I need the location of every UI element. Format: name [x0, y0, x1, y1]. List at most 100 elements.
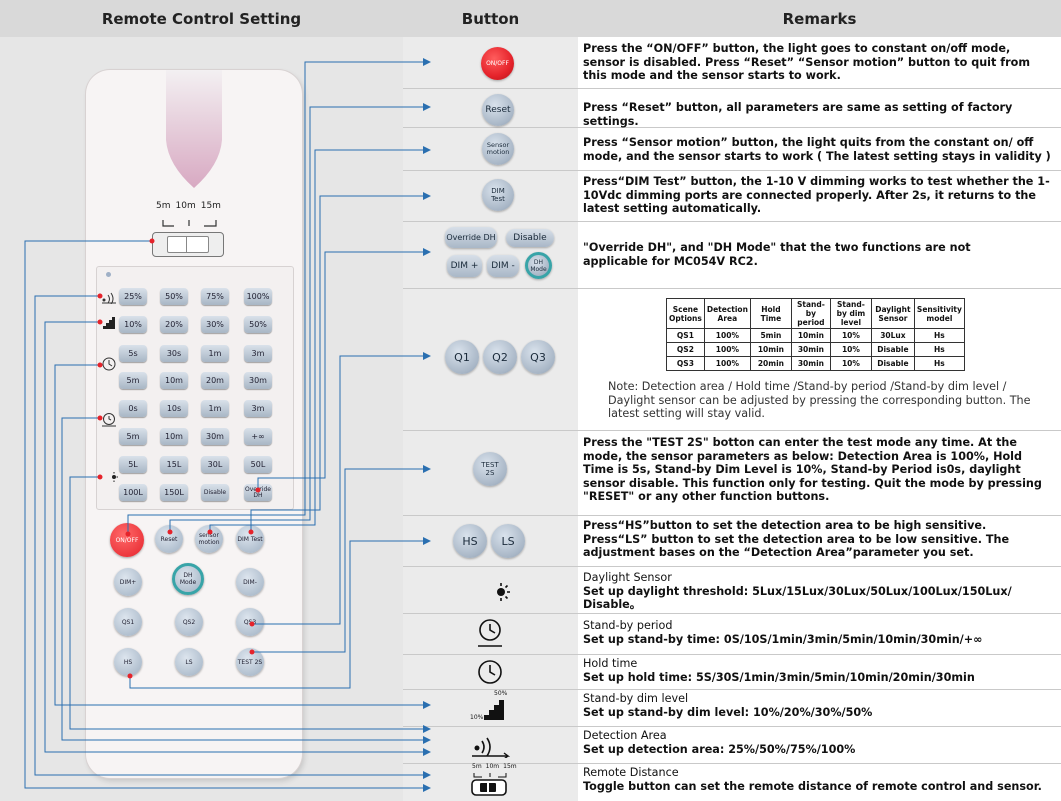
remote-round-key[interactable]: QS2 [175, 608, 203, 636]
override-dh-button[interactable]: Override DH [445, 227, 497, 248]
remote-key[interactable]: 5s [119, 345, 147, 362]
remote-key[interactable]: 50% [244, 316, 272, 333]
ls-button[interactable]: LS [491, 524, 525, 558]
distance-icon-label: 5m [472, 763, 482, 770]
remark-hold-body: Set up hold time: 5S/30S/1min/3min/5min/… [583, 670, 975, 684]
remark-reset: Press “Reset” button, all parameters are… [583, 101, 1013, 128]
hold-time-icon [475, 657, 505, 687]
row-divider [403, 726, 1061, 727]
distance-icon-label: 15m [503, 763, 517, 770]
remote-key[interactable]: Disable [201, 484, 229, 501]
q3-button[interactable]: Q3 [521, 340, 555, 374]
remark-detection-title: Detection Area [583, 729, 667, 742]
remark-dim-test: Press“DIM Test” button, the 1-10 V dimmi… [583, 175, 1050, 216]
distance-label: 10m [175, 201, 196, 211]
remote-round-key[interactable]: DIM- [236, 568, 264, 596]
hs-button[interactable]: HS [453, 524, 487, 558]
table-cell: Disable [870, 356, 915, 371]
remote-key[interactable]: 20m [201, 372, 229, 389]
row-divider [403, 763, 1061, 764]
remote-key[interactable]: 30L [201, 456, 229, 473]
remote-key[interactable]: 25% [119, 288, 147, 305]
onoff-button[interactable]: ON/OFF [481, 47, 514, 80]
table-cell: Hs [913, 356, 965, 371]
remote-key[interactable]: 5m [119, 372, 147, 389]
remote-key[interactable]: 1m [201, 400, 229, 417]
remote-key[interactable]: 30s [160, 345, 188, 362]
remark-hold: Hold time Set up hold time: 5S/30S/1min/… [583, 657, 1053, 684]
remote-key[interactable]: 10m [160, 372, 188, 389]
disable-button[interactable]: Disable [506, 229, 554, 247]
remote-key[interactable]: 150L [160, 484, 188, 501]
remote-round-key[interactable]: QS3 [236, 608, 264, 636]
remark-dimlevel: Stand-by dim level Set up stand-by dim l… [583, 692, 1053, 719]
scene-options-table: Scene Options Detection Area Hold Time S… [666, 298, 965, 371]
daylight-sensor-icon [101, 469, 119, 485]
remark-detection-body: Set up detection area: 25%/50%/75%/100% [583, 742, 856, 756]
remark-distance-body: Toggle button can set the remote distanc… [583, 779, 1042, 793]
remote-key[interactable]: 30m [244, 372, 272, 389]
ir-emitter [158, 70, 230, 190]
remote-round-key[interactable]: ON/OFF [110, 523, 144, 557]
remote-key[interactable]: 5m [119, 428, 147, 445]
dh-mode-button[interactable]: DH Mode [525, 252, 552, 279]
remote-key[interactable]: 75% [201, 288, 229, 305]
remote-key[interactable]: 20% [160, 316, 188, 333]
remark-test: Press the "TEST 2S" botton can enter the… [583, 436, 1042, 504]
distance-toggle-switch[interactable] [152, 232, 224, 257]
remote-key[interactable]: 10m [160, 428, 188, 445]
remote-round-key[interactable]: HS [114, 648, 142, 676]
remote-key[interactable]: 100% [244, 288, 272, 305]
remote-key[interactable]: 10% [119, 316, 147, 333]
remark-standby-body: Set up stand-by time: 0S/10S/1min/3min/5… [583, 632, 983, 646]
remote-round-key[interactable]: Reset [155, 525, 183, 553]
remote-distance-icon: 5m 10m 15m [468, 763, 517, 799]
remote-round-key[interactable]: DH Mode [172, 563, 204, 595]
table-header: Scene Options [666, 298, 705, 329]
remote-key[interactable]: 30% [201, 316, 229, 333]
remote-round-key[interactable]: QS1 [114, 608, 142, 636]
remote-round-key[interactable]: DIM+ [114, 568, 142, 596]
remark-override: "Override DH", and "DH Mode" that the tw… [583, 241, 971, 268]
row-divider [403, 221, 1061, 222]
remote-key[interactable]: 5L [119, 456, 147, 473]
remote-key[interactable]: 10s [160, 400, 188, 417]
remote-key[interactable]: 3m [244, 345, 272, 362]
remote-key[interactable]: 1m [201, 345, 229, 362]
row-divider [403, 88, 1061, 89]
led-indicator [106, 272, 111, 277]
remark-hold-title: Hold time [583, 657, 638, 670]
test-2s-button[interactable]: TEST 2S [473, 452, 507, 486]
remote-key[interactable]: 0s [119, 400, 147, 417]
daylight-sensor-icon [474, 577, 516, 607]
table-cell: 10% [829, 356, 872, 371]
remote-key[interactable]: +∞ [244, 428, 272, 445]
q1-button[interactable]: Q1 [445, 340, 479, 374]
distance-labels: 5m 10m 15m [156, 201, 246, 211]
remote-key[interactable]: 15L [160, 456, 188, 473]
row-divider [403, 654, 1061, 655]
remote-key[interactable]: 3m [244, 400, 272, 417]
q2-button[interactable]: Q2 [483, 340, 517, 374]
dim-minus-button[interactable]: DIM - [487, 255, 519, 277]
reset-button[interactable]: Reset [482, 94, 514, 126]
remark-daylight-title: Daylight Sensor [583, 571, 672, 584]
dim-plus-button[interactable]: DIM + [447, 255, 482, 277]
remote-round-key[interactable]: sensor motion [195, 525, 223, 553]
remote-key[interactable]: 50% [160, 288, 188, 305]
standby-period-icon [101, 412, 117, 428]
remote-key[interactable]: 30m [201, 428, 229, 445]
detection-area-icon [470, 734, 512, 760]
sensor-motion-button[interactable]: Sensor motion [482, 133, 514, 165]
remote-round-key[interactable]: LS [175, 648, 203, 676]
dim-test-button[interactable]: DIM Test [482, 179, 514, 211]
table-header: Hold Time [749, 298, 792, 329]
remote-round-key[interactable]: DIM Test [236, 525, 264, 553]
remote-key[interactable]: 100L [119, 484, 147, 501]
remark-standby: Stand-by period Set up stand-by time: 0S… [583, 619, 1053, 646]
remark-hs-ls: Press“HS”button to set the detection are… [583, 519, 1010, 560]
remote-key[interactable]: 50L [244, 456, 272, 473]
